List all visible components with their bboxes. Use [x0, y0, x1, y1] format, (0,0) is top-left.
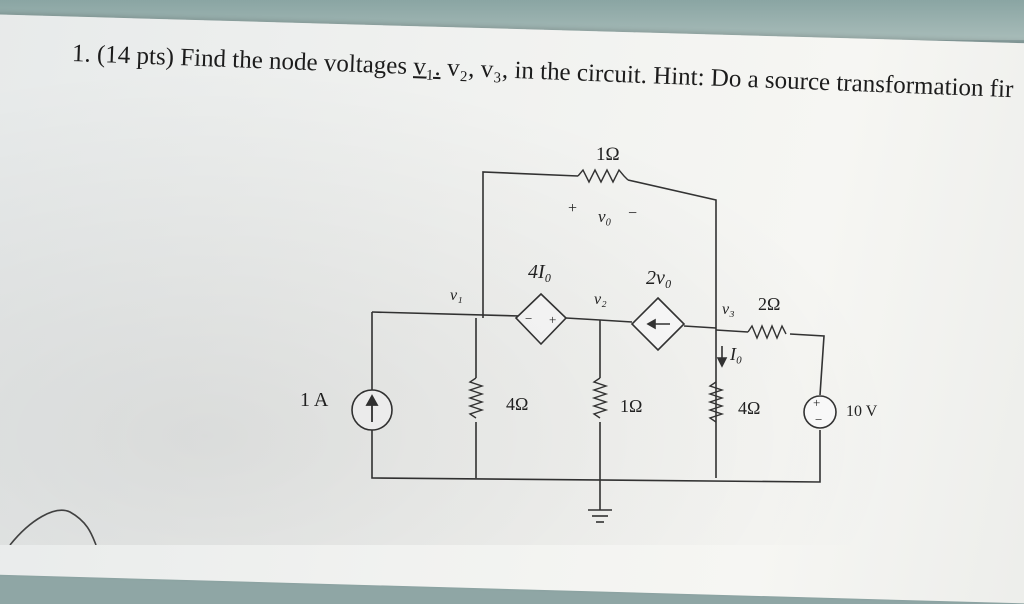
- voltage-source: [803, 395, 837, 429]
- resistor-top: [577, 168, 629, 184]
- label-vo-plus: +: [568, 200, 577, 217]
- label-r-top: 1Ω: [596, 144, 620, 165]
- label-r-2ohm: 2Ω: [758, 294, 780, 314]
- resistor-1ohm-mid: [591, 377, 609, 419]
- pen-doodle: [9, 509, 97, 545]
- svg-text:+: +: [549, 312, 556, 327]
- dep-source-4io: − +: [514, 292, 568, 346]
- ground-icon: [588, 509, 612, 523]
- label-r3-4ohm: 4Ω: [738, 398, 760, 418]
- label-vo-minus: −: [628, 205, 637, 222]
- label-4io: 4I₀: [528, 261, 552, 283]
- circuit-diagram: − + + − 1Ω + v₀ − 4I₀ 2v₀ v₁ v₂ v₃ 2Ω I₀…: [9, 144, 878, 545]
- label-io: I₀: [729, 344, 742, 364]
- label-r2-1ohm: 1Ω: [620, 396, 642, 416]
- resistor-4ohm-left: [467, 377, 485, 419]
- circuit-wires: [371, 171, 825, 510]
- io-arrow: [716, 346, 728, 368]
- label-node-v2: v₂: [594, 291, 607, 308]
- label-node-v1: v₁: [450, 287, 463, 304]
- label-1a: 1 A: [300, 389, 329, 411]
- label-10v: 10 V: [846, 403, 878, 420]
- svg-text:−: −: [525, 311, 532, 326]
- label-2vo: 2v₀: [646, 267, 672, 289]
- label-r1-4ohm: 4Ω: [506, 394, 528, 414]
- vsrc-plus: +: [813, 395, 820, 410]
- label-node-v3: v₃: [722, 301, 735, 318]
- label-vo: v₀: [598, 207, 612, 226]
- dep-source-2vo: [630, 296, 686, 352]
- resistor-2ohm: [747, 324, 787, 340]
- current-source: [351, 389, 393, 431]
- vsrc-minus: −: [815, 412, 822, 427]
- resistor-4ohm-right: [707, 381, 725, 423]
